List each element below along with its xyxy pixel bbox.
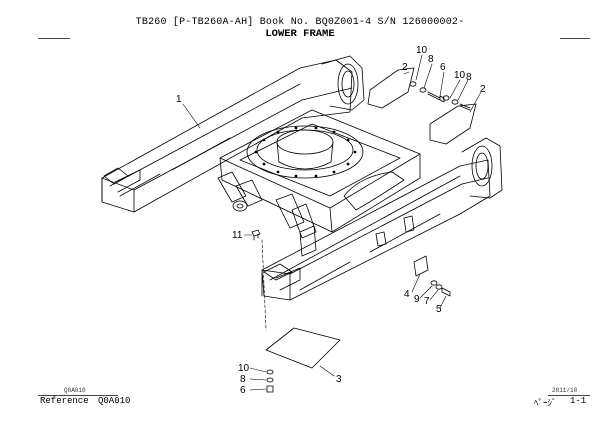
bolt-set-plate (266, 369, 274, 393)
callout-9: 9 (414, 294, 420, 305)
bolt-set-upper (409, 81, 471, 111)
callout-11: 11 (232, 230, 243, 241)
callout-1: 1 (176, 94, 182, 105)
page-number: 1-1 (570, 396, 587, 406)
callout-2-lower: 2 (480, 84, 486, 95)
callout-10-mid: 10 (454, 70, 466, 81)
section-title: LOWER FRAME (265, 28, 335, 40)
bolt-11 (251, 229, 261, 241)
callout-6-bottom: 6 (240, 385, 246, 396)
callout-8-bottom: 8 (240, 374, 246, 385)
page-label: ﾍﾟｰｼﾞ (534, 399, 557, 409)
reference-code: Q0A010 (98, 396, 131, 406)
callout-10-bottom: 10 (238, 363, 250, 374)
callout-10-top: 10 (416, 45, 428, 56)
lower-frame (101, 55, 503, 301)
callout-7: 7 (424, 296, 430, 307)
plate-3 (265, 327, 341, 369)
header-rule-right (560, 38, 590, 39)
footer-code-small: Q0A010 (64, 387, 86, 394)
footer-rule-right (548, 395, 590, 396)
header-title: TB260 [P-TB260A-AH] Book No. BQ0Z001-4 S… (135, 17, 465, 28)
cover-lower (429, 103, 477, 145)
reference-label: Reference (40, 396, 89, 406)
callout-2-upper: 2 (402, 62, 408, 73)
leader-lines (182, 54, 482, 391)
callout-8-top: 8 (428, 54, 434, 65)
callout-4: 4 (404, 289, 410, 300)
callout-6-top: 6 (440, 62, 446, 73)
cover-upper (367, 67, 415, 109)
header-rule-left (38, 38, 70, 39)
callout-numbers: 1 10 8 6 10 8 2 2 11 4 9 7 5 10 8 6 3 (176, 45, 486, 396)
callout-3: 3 (336, 374, 342, 385)
callout-8-mid: 8 (466, 72, 472, 83)
bracket-4 (413, 255, 451, 297)
callout-5: 5 (436, 304, 442, 315)
footer-page-small: 2011/10 (552, 387, 578, 394)
footer-rule-left (38, 395, 118, 396)
